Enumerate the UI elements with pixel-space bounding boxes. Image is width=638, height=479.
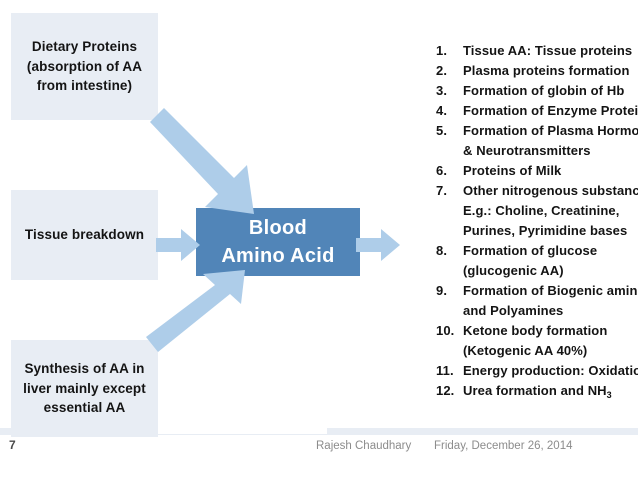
outcome-item-number: 3.	[436, 83, 448, 98]
outcome-item-text: Formation of Biogenic amines and Polyami…	[463, 283, 638, 318]
outcome-item-text: Formation of Enzyme Proteins	[463, 103, 638, 118]
outcome-list: 1. Tissue AA: Tissue proteins 2. Plasma …	[396, 41, 638, 402]
source-box-tissue-breakdown: Tissue breakdown	[11, 190, 158, 280]
slide-number: 7	[9, 438, 16, 452]
outcome-item: 5. Formation of Plasma Hormones & Neurot…	[436, 121, 638, 161]
footer-author: Rajesh Chaudhary	[316, 440, 412, 452]
outcome-item: 10. Ketone body formation (Ketogenic AA …	[436, 321, 638, 361]
outcome-item: 6. Proteins of Milk	[436, 161, 638, 181]
center-node-blood-amino-acid: Blood Amino Acid	[196, 208, 360, 276]
footer-band-right	[327, 428, 638, 435]
outcome-item-number: 11.	[436, 363, 454, 378]
outcome-item-number: 5.	[436, 123, 448, 138]
outcome-item-text: Ketone body formation (Ketogenic AA 40%)	[463, 323, 608, 358]
outcome-item-text: Proteins of Milk	[463, 163, 562, 178]
outcome-item: 7. Other nitrogenous substances. E.g.: C…	[436, 181, 638, 241]
outcome-item-subscript: 3	[606, 390, 612, 400]
outcome-item-text: Formation of glucose (glucogenic AA)	[463, 243, 598, 278]
outcome-item: 11. Energy production: Oxidation	[436, 361, 638, 381]
source-box-tissue-breakdown-label: Tissue breakdown	[24, 227, 145, 243]
outcome-item-text: Plasma proteins formation	[463, 63, 630, 78]
outcome-item-text: Energy production: Oxidation	[463, 363, 638, 378]
outcome-item-number: 4.	[436, 103, 448, 118]
outcome-item-text: Tissue AA: Tissue proteins	[463, 43, 633, 58]
outcome-item-number: 10.	[436, 323, 455, 338]
outcome-item: 4. Formation of Enzyme Proteins	[436, 101, 638, 121]
outcome-item-number: 9.	[436, 283, 448, 298]
center-node-line-2: Amino Acid	[221, 245, 335, 267]
arrow-tissue-to-blood-icon	[156, 229, 200, 261]
source-box-dietary-proteins-label: Dietary Proteins (absorption of AA from …	[26, 39, 143, 94]
outcome-item: 8. Formation of glucose (glucogenic AA)	[436, 241, 638, 281]
outcome-item-number: 12.	[436, 383, 455, 398]
outcome-item-text: Urea formation and NH3	[463, 383, 612, 400]
source-box-liver-synthesis: Synthesis of AA in liver mainly except e…	[11, 340, 158, 437]
outcome-item-number: 2.	[436, 63, 448, 78]
outcome-item-number: 1.	[436, 43, 448, 58]
outcome-item-text: Formation of globin of Hb	[463, 83, 625, 98]
outcome-item-text: Other nitrogenous substances. E.g.: Chol…	[463, 183, 638, 238]
center-node-line-1: Blood	[248, 216, 308, 239]
arrow-liver-synthesis-to-blood-icon	[146, 270, 245, 352]
outcome-item: 2. Plasma proteins formation	[436, 61, 638, 81]
source-box-liver-synthesis-label: Synthesis of AA in liver mainly except e…	[23, 361, 146, 416]
outcome-item-text: Formation of Plasma Hormones & Neurotran…	[463, 123, 638, 158]
outcome-item: 12. Urea formation and NH3	[436, 381, 638, 402]
source-box-dietary-proteins: Dietary Proteins (absorption of AA from …	[11, 13, 158, 120]
footer-divider	[0, 434, 638, 435]
outcome-item: 1. Tissue AA: Tissue proteins	[436, 41, 638, 61]
outcome-item-number: 8.	[436, 243, 448, 258]
arrow-dietary-to-blood-icon	[150, 108, 254, 214]
outcome-item-number: 7.	[436, 183, 448, 198]
outcome-item-number: 6.	[436, 163, 448, 178]
arrow-blood-to-outcomes-icon	[356, 229, 400, 261]
footer-date: Friday, December 26, 2014	[434, 440, 573, 452]
footer-band-left	[0, 428, 128, 435]
outcome-item: 9. Formation of Biogenic amines and Poly…	[436, 281, 638, 321]
outcome-item: 3. Formation of globin of Hb	[436, 81, 638, 101]
